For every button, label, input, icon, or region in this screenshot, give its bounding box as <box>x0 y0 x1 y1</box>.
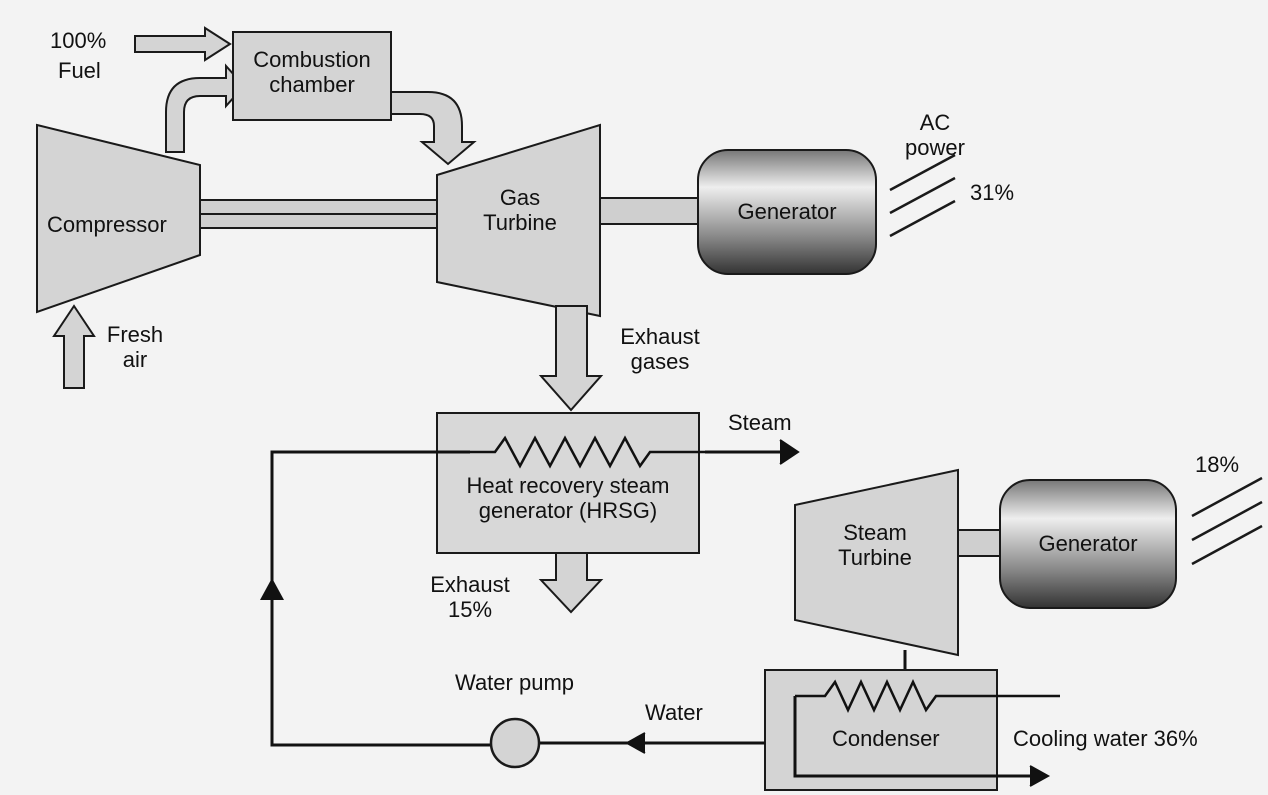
steam-label: Steam <box>728 410 792 435</box>
exhaust-15-line2: 15% <box>447 597 493 623</box>
water-label: Water <box>645 700 703 725</box>
cooling-water-label: Cooling water 36% <box>1013 726 1198 751</box>
generator-1-body <box>697 149 877 275</box>
gas-turbine-label: Gas Turbine <box>470 185 570 236</box>
condenser-inner-loop <box>793 696 1045 778</box>
fresh-air-line1: Fresh <box>106 322 164 347</box>
combustion-label-line2: chamber <box>269 72 355 98</box>
condenser <box>764 669 998 791</box>
steam-turbine <box>794 468 959 657</box>
hrsg-line2: generator (HRSG) <box>478 498 658 524</box>
generator-shaft-2 <box>957 529 1001 557</box>
ac-label-line2: power <box>905 135 965 161</box>
fuel-arrow <box>134 26 232 62</box>
ac-power-label: AC power <box>890 110 980 161</box>
exhaust-gases-line1: Exhaust <box>620 324 700 349</box>
combustion-chamber-label: Combustion chamber <box>233 47 391 98</box>
hrsg-coil <box>470 435 705 469</box>
fresh-air-arrow <box>52 304 96 389</box>
combustion-label-line1: Combustion <box>253 47 371 72</box>
water-pump <box>489 717 541 769</box>
gas-turbine-line2: Turbine <box>483 210 557 236</box>
compressor <box>36 123 201 314</box>
water-arrowhead <box>624 732 646 754</box>
fresh-air-label: Fresh air <box>100 322 170 373</box>
fresh-air-line2: air <box>122 347 148 373</box>
exhaust-gases-line2: gases <box>630 349 690 375</box>
ac-power-lines <box>889 153 956 238</box>
generator-shaft-1 <box>599 197 705 225</box>
generator-2-power-lines <box>1191 476 1263 566</box>
exhaust-15-arrow <box>538 552 604 614</box>
exhaust-15-line1: Exhaust <box>430 572 510 597</box>
ac-label-line1: AC <box>919 110 951 135</box>
generator-2-percent: 18% <box>1195 452 1240 477</box>
gas-turbine-line1: Gas <box>499 185 541 210</box>
condenser-label: Condenser <box>832 726 940 751</box>
chamber-to-turbine-duct <box>387 91 477 166</box>
compressor-label: Compressor <box>47 212 167 237</box>
combustion-chamber <box>232 31 392 121</box>
exhaust-gases-arrow <box>538 305 604 412</box>
fuel-label: Fuel <box>58 58 101 83</box>
exhaust-gases-label: Exhaust gases <box>610 324 710 375</box>
exhaust-15-label: Exhaust 15% <box>415 572 525 623</box>
generator-2-label: Generator <box>1038 531 1138 556</box>
hrsg-line1: Heat recovery steam <box>466 473 670 498</box>
water-pump-label: Water pump <box>455 670 575 695</box>
generator-1-label: Generator <box>737 199 837 224</box>
upward-arrowhead <box>260 578 284 600</box>
steam-arrowhead <box>779 439 800 465</box>
hrsg <box>436 412 700 554</box>
steam-turbine-line1: Steam <box>843 520 907 545</box>
condenser-coil <box>795 679 1060 713</box>
steam-turbine-label: Steam Turbine <box>825 520 925 571</box>
hrsg-label: Heat recovery steam generator (HRSG) <box>437 473 699 524</box>
cooling-water-arrowhead <box>1029 765 1051 787</box>
steam-turbine-line2: Turbine <box>838 545 912 571</box>
generator-1-percent: 31% <box>970 180 1015 205</box>
fuel-percent: 100% <box>50 28 107 53</box>
gas-turbine <box>436 123 601 318</box>
generator-2-body <box>999 479 1177 609</box>
